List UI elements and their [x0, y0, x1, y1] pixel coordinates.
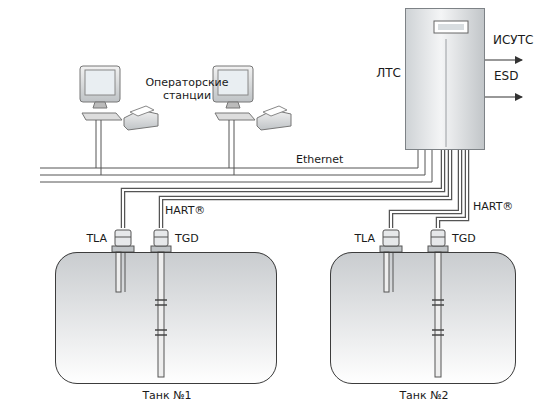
node-label: ЛТС: [376, 67, 401, 80]
gauge-device: TGD: [428, 228, 448, 252]
cable-core: [438, 150, 467, 228]
node-label: Танк №1: [142, 389, 191, 402]
hart-cable: [391, 150, 460, 228]
level-device: TLA: [112, 228, 134, 252]
cable-core: [123, 150, 443, 228]
edge-label: HART®: [164, 204, 206, 217]
tank: Танк №2: [330, 252, 516, 384]
output-label: ИСУТС: [493, 34, 533, 47]
node-label: Танк №2: [399, 389, 448, 402]
cabinet-detail: [406, 9, 486, 151]
node-label: TLA: [354, 232, 375, 245]
bus-label: Ethernet: [296, 153, 343, 166]
gauge-device: TGD: [151, 228, 171, 252]
cable-core: [161, 150, 450, 228]
node-label: TGD: [452, 232, 476, 245]
output-label: ESD: [494, 70, 518, 83]
station-label: Операторские станции: [144, 76, 230, 102]
edge-label: HART®: [472, 200, 514, 213]
cabinet: ЛТС: [405, 8, 485, 150]
hart-cable: [161, 150, 450, 228]
cable-core: [391, 150, 460, 228]
node-label: TLA: [86, 232, 107, 245]
hart-cable: [123, 150, 443, 228]
level-device: TLA: [380, 228, 402, 252]
tank: Танк №1: [55, 252, 277, 384]
hart-cable: [438, 150, 467, 228]
node-label: TGD: [175, 232, 199, 245]
